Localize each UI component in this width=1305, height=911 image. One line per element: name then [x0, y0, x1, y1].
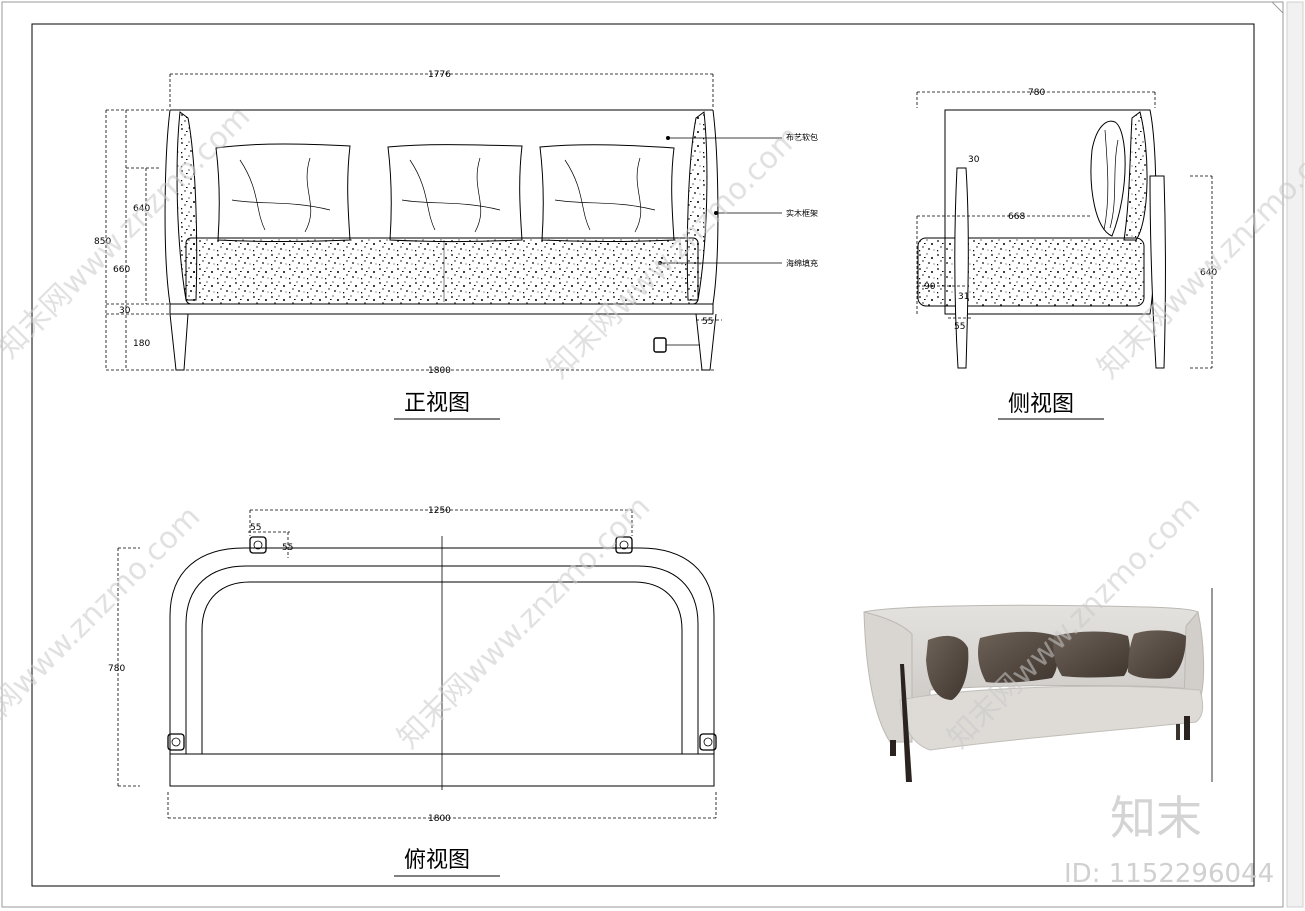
drawing-border [31, 23, 1255, 887]
front-view [105, 73, 782, 420]
side-dim-30: 30 [968, 155, 980, 165]
scrollbar[interactable] [1286, 1, 1304, 908]
front-view-title: 正视图 [404, 391, 470, 416]
side-view [916, 91, 1213, 420]
front-width-1776: 1776 [428, 70, 451, 80]
brand-logo: 知末 [1110, 791, 1202, 845]
side-dim-55: 55 [954, 322, 965, 332]
top-view [117, 509, 717, 877]
note-foam: 海绵填充 [786, 258, 818, 268]
front-leg-55: 55 [702, 317, 713, 327]
top-view-title: 俯视图 [404, 848, 470, 873]
front-height-660: 660 [113, 265, 130, 275]
front-base-1800: 1800 [428, 366, 451, 376]
top-depth-780: 780 [108, 664, 125, 674]
side-depth-780: 780 [1028, 88, 1045, 98]
side-dim-31: 31 [958, 292, 969, 302]
front-height-850: 850 [94, 237, 111, 247]
front-height-640: 640 [133, 204, 150, 214]
sofa-render-image [862, 582, 1213, 786]
note-fabric: 布艺软包 [786, 132, 818, 142]
top-span-1250: 1250 [428, 506, 451, 516]
note-frame: 实木框架 [786, 208, 818, 218]
top-leg-55-a: 55 [250, 523, 261, 533]
outer-border [1, 1, 1284, 908]
top-leg-55-b: 55 [282, 543, 293, 553]
side-dim-668: 668 [1008, 212, 1025, 222]
image-id: ID: 1152296044 [1064, 859, 1274, 889]
side-view-title: 侧视图 [1008, 392, 1074, 417]
front-height-180: 180 [133, 339, 150, 349]
top-width-1800: 1800 [428, 814, 451, 824]
side-dim-90: 90 [924, 282, 936, 292]
side-dim-640: 640 [1200, 268, 1217, 278]
front-height-30: 30 [119, 306, 131, 316]
